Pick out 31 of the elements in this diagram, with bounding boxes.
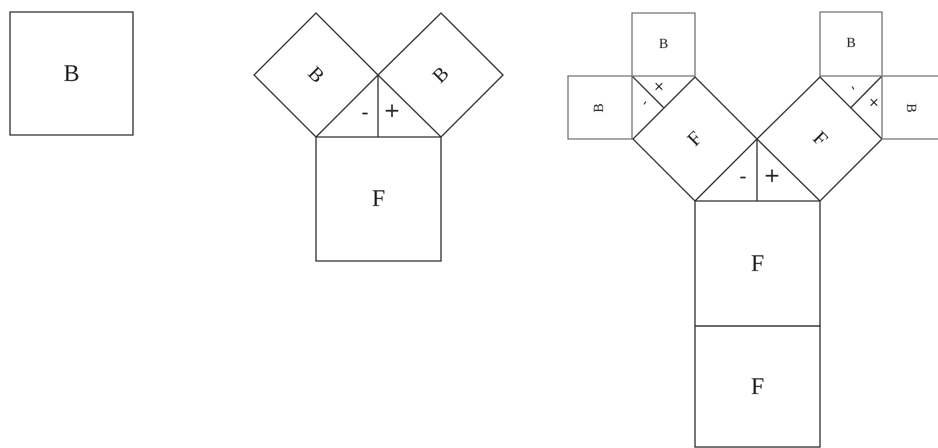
square-box <box>632 13 695 76</box>
square-letter: B <box>64 62 80 86</box>
diamond-box <box>254 13 378 137</box>
sign-label: × <box>868 96 880 110</box>
sign-label: - <box>361 102 369 122</box>
square-box <box>695 326 820 447</box>
sign-label: × <box>654 80 664 94</box>
square-box <box>820 12 882 76</box>
square-box <box>10 12 133 135</box>
square-letter: B <box>428 63 452 87</box>
sign-label: - <box>846 82 860 94</box>
square-letter: F <box>750 374 764 398</box>
square-letter: B <box>304 63 328 87</box>
square-box <box>316 137 441 261</box>
square-letter: B <box>658 38 668 52</box>
diamond-box <box>633 77 757 201</box>
square-letter: B <box>903 102 917 112</box>
sign-label: + <box>384 100 400 120</box>
sign-label: - <box>739 166 747 186</box>
sign-label: + <box>764 165 780 185</box>
square-letter: F <box>372 187 386 211</box>
sign-label: - <box>638 98 652 108</box>
square-letter: F <box>808 128 830 150</box>
square-box <box>568 76 632 139</box>
square-letter: F <box>684 128 706 150</box>
square-letter: B <box>593 102 607 112</box>
square-letter: B <box>846 37 856 51</box>
square-box <box>695 201 820 326</box>
diamond-box <box>378 13 503 137</box>
diamond-box <box>757 77 882 201</box>
square-letter: F <box>750 252 764 276</box>
